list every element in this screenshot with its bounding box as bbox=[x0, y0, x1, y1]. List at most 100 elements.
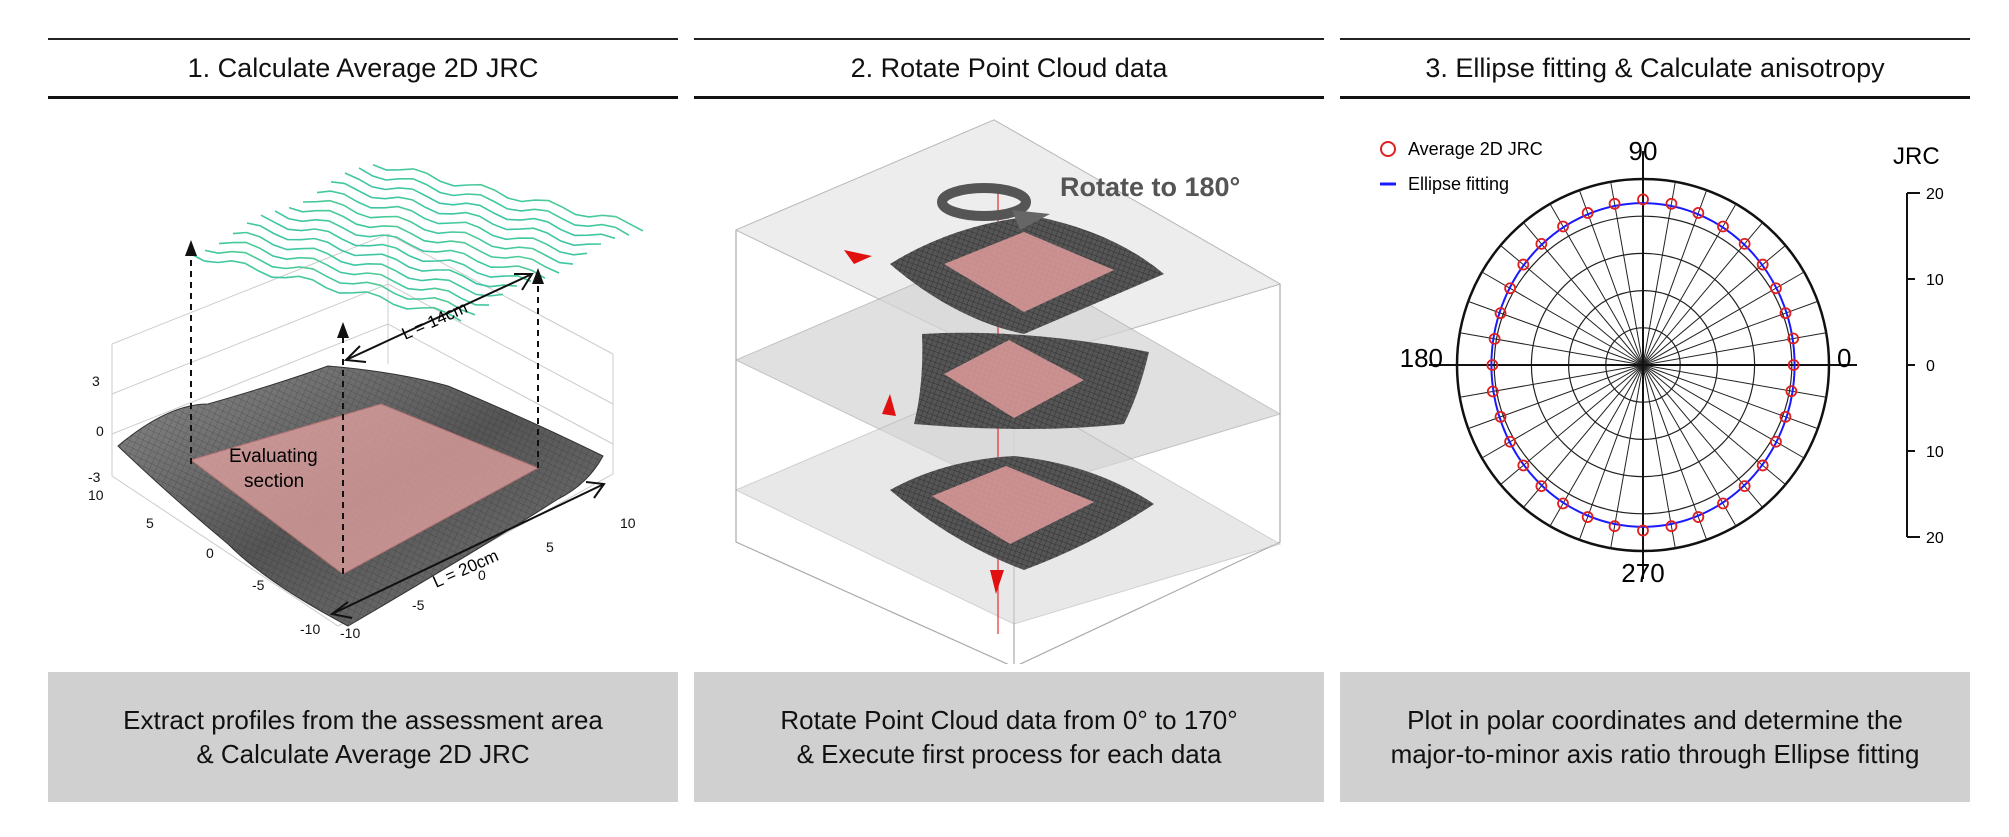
ellipse-fit-curve bbox=[1490, 202, 1796, 528]
jrc-data-point bbox=[1494, 307, 1507, 320]
jrc-data-point bbox=[1738, 237, 1751, 250]
polar-spoke bbox=[1642, 332, 1827, 366]
polar-spoke bbox=[1523, 222, 1644, 366]
polar-figure: Average 2D JRC Ellipse fitting 90 180 0 … bbox=[1340, 104, 1970, 664]
panel-calculate-jrc: 1. Calculate Average 2D JRC bbox=[48, 38, 678, 808]
polar-spoke bbox=[1481, 271, 1644, 366]
legend-label: Average 2D JRC bbox=[1408, 139, 1543, 159]
red-markers bbox=[844, 250, 1004, 594]
jrc-data-point bbox=[1637, 193, 1649, 206]
z-tick: -3 bbox=[88, 469, 101, 485]
legend-marker-circle bbox=[1380, 141, 1396, 157]
profile-line bbox=[302, 199, 574, 265]
jrc-data-point bbox=[1738, 480, 1751, 493]
jrc-data-point bbox=[1608, 520, 1621, 533]
polar-spoke bbox=[1642, 364, 1818, 430]
polar-spoke bbox=[1642, 271, 1805, 366]
jrc-data-point bbox=[1769, 435, 1782, 448]
caption-line: & Execute first process for each data bbox=[796, 739, 1222, 769]
profile-line bbox=[274, 210, 546, 279]
profile-line bbox=[190, 253, 462, 322]
caption-line: major-to-minor axis ratio through Ellips… bbox=[1390, 739, 1920, 769]
polar-spoke bbox=[1642, 364, 1708, 540]
polar-spoke bbox=[1578, 190, 1644, 366]
y-tick: 5 bbox=[146, 515, 154, 531]
panel-ellipse-fitting: 3. Ellipse fitting & Calculate anisotrop… bbox=[1340, 38, 1970, 808]
rotate-label: Rotate to 180° bbox=[1060, 172, 1240, 202]
point-cloud-top bbox=[890, 216, 1164, 334]
panel-2-caption: Rotate Point Cloud data from 0° to 170° … bbox=[694, 672, 1324, 802]
jrc-data-point bbox=[1665, 197, 1678, 210]
caption-line: Rotate Point Cloud data from 0° to 170° bbox=[780, 705, 1238, 735]
caption-line: & Calculate Average 2D JRC bbox=[196, 739, 530, 769]
jrc-data-point bbox=[1787, 359, 1800, 371]
jrc-data-point bbox=[1785, 385, 1798, 398]
x-tick: -5 bbox=[412, 597, 425, 613]
jrc-tick: 20 bbox=[1926, 186, 1944, 203]
jrc-tick: 0 bbox=[1926, 358, 1935, 375]
panel-1-title: 1. Calculate Average 2D JRC bbox=[48, 38, 678, 99]
jrc-data-point bbox=[1692, 511, 1705, 523]
jrc-data-point bbox=[1756, 258, 1769, 271]
jrc-data-point bbox=[1779, 307, 1792, 320]
jrc-data-point bbox=[1637, 524, 1649, 537]
jrc-data-point bbox=[1608, 197, 1621, 210]
profile-line bbox=[344, 172, 616, 240]
jrc-data-point bbox=[1692, 207, 1705, 219]
jrc-data-point bbox=[1517, 258, 1530, 271]
jrc-data-point bbox=[1494, 410, 1507, 423]
z-tick: 3 bbox=[92, 373, 100, 389]
rotation-figure: Rotate to 180° bbox=[694, 104, 1324, 668]
polar-spoke bbox=[1468, 364, 1644, 430]
jrc-data-point bbox=[1535, 237, 1548, 250]
polar-spoke bbox=[1642, 364, 1805, 459]
polar-spoke bbox=[1642, 222, 1763, 366]
profile-line bbox=[288, 206, 560, 274]
caption-line: Extract profiles from the assessment are… bbox=[123, 705, 603, 735]
jrc-data-point bbox=[1769, 282, 1782, 295]
panel-1-caption: Extract profiles from the assessment are… bbox=[48, 672, 678, 802]
polar-grid bbox=[1429, 151, 1857, 579]
jrc-data-point bbox=[1486, 385, 1499, 398]
polar-spoke bbox=[1642, 190, 1708, 366]
jrc-data-point bbox=[1504, 282, 1517, 295]
y-tick: 0 bbox=[206, 545, 214, 561]
y-tick: -5 bbox=[252, 577, 265, 593]
panel-rotate-point-cloud: 2. Rotate Point Cloud data bbox=[694, 38, 1324, 808]
surface-plot-figure: L = 14cm L = 20cm Evaluating section 3 0… bbox=[48, 104, 678, 664]
jrc-data-point bbox=[1535, 480, 1548, 493]
profile-line bbox=[358, 167, 630, 236]
x-tick: 0 bbox=[478, 567, 486, 583]
angle-label-90: 90 bbox=[1629, 136, 1658, 166]
jrc-data-point bbox=[1581, 207, 1594, 219]
surface-plot-svg: L = 14cm L = 20cm Evaluating section 3 0… bbox=[88, 163, 644, 641]
polar-chart: Average 2D JRC Ellipse fitting 90 180 0 … bbox=[1380, 136, 1944, 588]
y-tick: -10 bbox=[300, 621, 320, 637]
jrc-axis-title: JRC bbox=[1893, 143, 1940, 170]
polar-spoke bbox=[1468, 300, 1644, 366]
section-label-1: Evaluating bbox=[229, 446, 318, 467]
jrc-data-point bbox=[1756, 459, 1769, 472]
profile-line bbox=[204, 249, 476, 316]
jrc-data-point bbox=[1787, 332, 1800, 345]
projection-lines bbox=[190, 252, 539, 574]
point-cloud-middle bbox=[914, 332, 1149, 429]
caption-line: Plot in polar coordinates and determine … bbox=[1407, 705, 1903, 735]
profile-line bbox=[372, 163, 644, 232]
polar-spoke bbox=[1578, 364, 1644, 540]
polar-spoke bbox=[1610, 364, 1644, 549]
profile-line bbox=[232, 231, 504, 297]
panel-3-title: 3. Ellipse fitting & Calculate anisotrop… bbox=[1340, 38, 1970, 99]
polar-spoke bbox=[1610, 181, 1644, 366]
jrc-axis: JRC 20 10 0 10 20 bbox=[1893, 143, 1944, 547]
rotate-arrow-icon bbox=[937, 183, 1050, 230]
jrc-data-point bbox=[1665, 520, 1678, 533]
jrc-tick: 10 bbox=[1926, 444, 1944, 461]
polar-spoke bbox=[1523, 364, 1644, 508]
polar-spoke bbox=[1642, 300, 1818, 366]
polar-spoke bbox=[1642, 181, 1676, 366]
section-label-2: section bbox=[244, 471, 304, 492]
z-tick: 0 bbox=[96, 423, 104, 439]
profile-line bbox=[260, 214, 532, 283]
jrc-data-point bbox=[1486, 359, 1499, 371]
